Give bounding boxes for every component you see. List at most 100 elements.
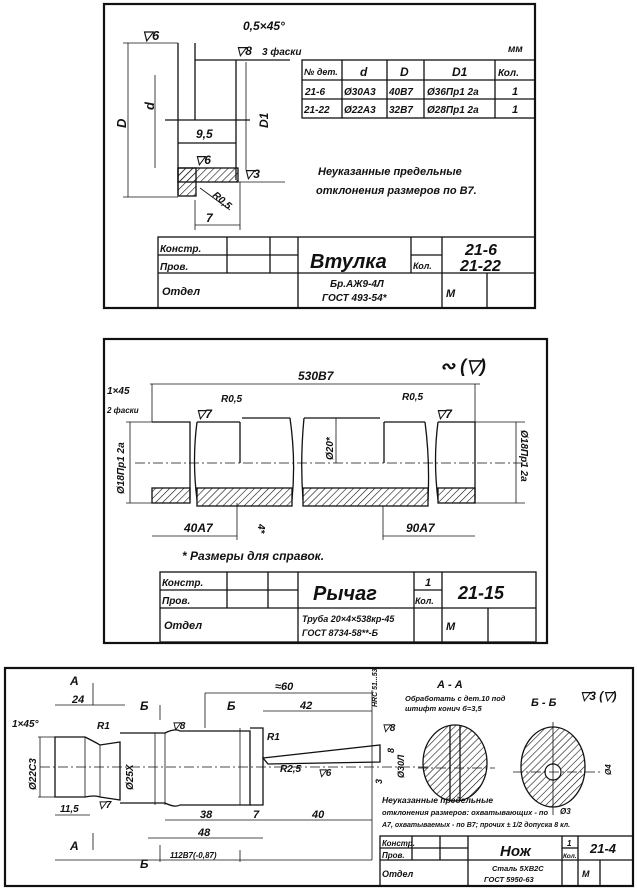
tb-konstr: Констр.: [382, 839, 415, 848]
drawing-bushing: ▽6 ▽8 3 фаски 0,5×45° D d D1 9,5 7 R0,5 …: [102, 2, 537, 310]
roughness-symbol: ▽3 (▽): [580, 689, 616, 703]
dim-label: 3: [374, 779, 384, 784]
dim-label: 11,5: [60, 804, 79, 815]
dim-label: R0,5: [402, 392, 424, 403]
dim-label: R1: [267, 732, 280, 743]
roughness-mark: ▽8: [172, 721, 186, 732]
unit-label: мм: [508, 44, 523, 55]
lever-geometry: [126, 383, 530, 540]
note-text: A7, охватываемых - по B7; прочих ± 1/2 д…: [381, 821, 570, 829]
dim-label: 24: [71, 694, 84, 706]
tb-prov: Пров.: [382, 851, 405, 860]
material: Бр.АЖ9-4Л: [330, 279, 385, 290]
dim-label: 3 фаски: [262, 46, 302, 58]
dim-label: R0,5: [221, 394, 243, 405]
dim-label: D1: [257, 112, 271, 128]
section-mark: А: [69, 839, 79, 853]
tb-konstr: Констр.: [162, 578, 203, 589]
note-text: Неуказанные предельные: [382, 795, 493, 805]
title-block: Констр. Пров. Отдел Рычаг 1 Кол. 21-15 Т…: [159, 571, 537, 643]
dim-label: 4*: [255, 523, 266, 535]
dim-label: 9,5: [196, 127, 213, 141]
material: Сталь 5ХВ2С: [492, 864, 544, 873]
roughness-mark: ▽8: [236, 44, 252, 58]
roughness-mark: ▽6: [318, 768, 332, 779]
material: Труба 20×4×538кр-45: [302, 614, 395, 624]
dim-label: 40: [311, 809, 325, 821]
roughness-mark: ▽7: [98, 800, 112, 811]
part-name: Нож: [500, 843, 532, 860]
dim-label: 1×45°: [12, 719, 40, 730]
part-name: Втулка: [310, 251, 387, 273]
table-header: D: [400, 65, 409, 79]
table-cell: 40B7: [388, 87, 413, 98]
dim-label: 42: [299, 700, 312, 712]
tb-otdel: Отдел: [162, 286, 200, 298]
tb-kol: Кол.: [413, 261, 432, 271]
note-text: Неуказанные предельные: [318, 166, 462, 178]
dim-label: 2 фаски: [106, 406, 139, 415]
title-block: Констр. Пров. Отдел Нож 1 Кол. 21-4 Стал…: [379, 835, 634, 887]
hardness-label: HRC 51...53: [372, 668, 379, 707]
table-header: Кол.: [498, 68, 519, 79]
dim-label: 7: [206, 211, 214, 225]
dim-label: Ø18Пр1 2а: [116, 442, 127, 494]
tb-kol: Кол.: [563, 853, 577, 860]
dim-label: 112B7(-0,87): [170, 851, 217, 860]
dim-label: Ø30Л: [396, 754, 406, 778]
section-title: А - А: [436, 679, 463, 691]
tb-scale: М: [446, 621, 456, 633]
tb-otdel: Отдел: [382, 869, 414, 879]
note-text: Обработать с дет.10 под: [405, 694, 506, 703]
dim-label: R0,5: [210, 190, 234, 212]
dim-label: R1: [97, 721, 110, 732]
table-cell: 1: [512, 86, 518, 98]
table-cell: 21-22: [303, 105, 330, 116]
drawing-knife: А А Б Б Б 24 1×45° R1 Ø22C3 11,5 Ø25X ≈6…: [3, 666, 635, 888]
part-number: 21-4: [589, 841, 617, 856]
part-number: 21-6: [464, 242, 497, 259]
roughness-mark: ▽3: [244, 167, 260, 181]
dim-label: Ø18Пр1 2а: [518, 430, 529, 482]
roughness-mark: ▽7: [196, 407, 213, 421]
tb-kol: Кол.: [415, 596, 434, 606]
dim-label: 0,5×45°: [243, 19, 285, 33]
roughness-symbol: ∾ (▽): [440, 356, 486, 376]
roughness-mark: ▽6: [195, 153, 211, 167]
dimension-table: № дет. d D D1 Кол. 21-6 Ø30A3 40B7 Ø36Пр…: [301, 59, 536, 119]
table-cell: Ø30A3: [344, 87, 376, 98]
tb-prov: Пров.: [162, 596, 190, 607]
frame: [3, 666, 635, 888]
dim-label: R2,5: [280, 764, 302, 775]
dim-label: 1×45: [107, 386, 130, 397]
table-cell: Ø22A3: [344, 105, 376, 116]
dim-label: D: [114, 118, 129, 128]
table-cell: Ø36Пр1 2а: [427, 87, 479, 98]
part-number: 21-15: [457, 583, 505, 603]
roughness-mark: ▽8: [382, 723, 396, 734]
tb-konstr: Констр.: [160, 244, 201, 255]
table-header: D1: [452, 65, 468, 79]
material: ГОСТ 8734-58**-Б: [302, 628, 379, 638]
material: ГОСТ 493-54*: [322, 293, 388, 304]
tb-prov: Пров.: [160, 262, 188, 273]
dim-label: 48: [197, 827, 211, 839]
dim-label: Ø4: [604, 764, 613, 775]
dim-label: Ø25X: [125, 763, 136, 790]
section-mark: А: [69, 674, 79, 688]
table-cell: Ø28Пр1 2а: [427, 105, 479, 116]
tb-scale: М: [582, 869, 590, 879]
drawing-lever: ∾ (▽) 530B7 1×45: [102, 337, 549, 645]
dim-label: d: [142, 101, 157, 110]
dim-label: 40A7: [183, 521, 214, 535]
dim-label: 8: [386, 748, 396, 753]
dim-label: Ø22C3: [28, 758, 39, 790]
frame: [102, 337, 549, 645]
table-cell: 1: [512, 104, 518, 116]
part-number: 21-22: [459, 258, 501, 275]
dim-label: Ø3: [560, 807, 571, 816]
dim-label: ≈60: [275, 681, 294, 693]
title-block: Констр. Пров. Отдел Втулка Кол. 21-6 21-…: [157, 236, 536, 309]
tb-qty: 1: [425, 577, 431, 589]
roughness-mark: ▽6: [142, 28, 160, 43]
